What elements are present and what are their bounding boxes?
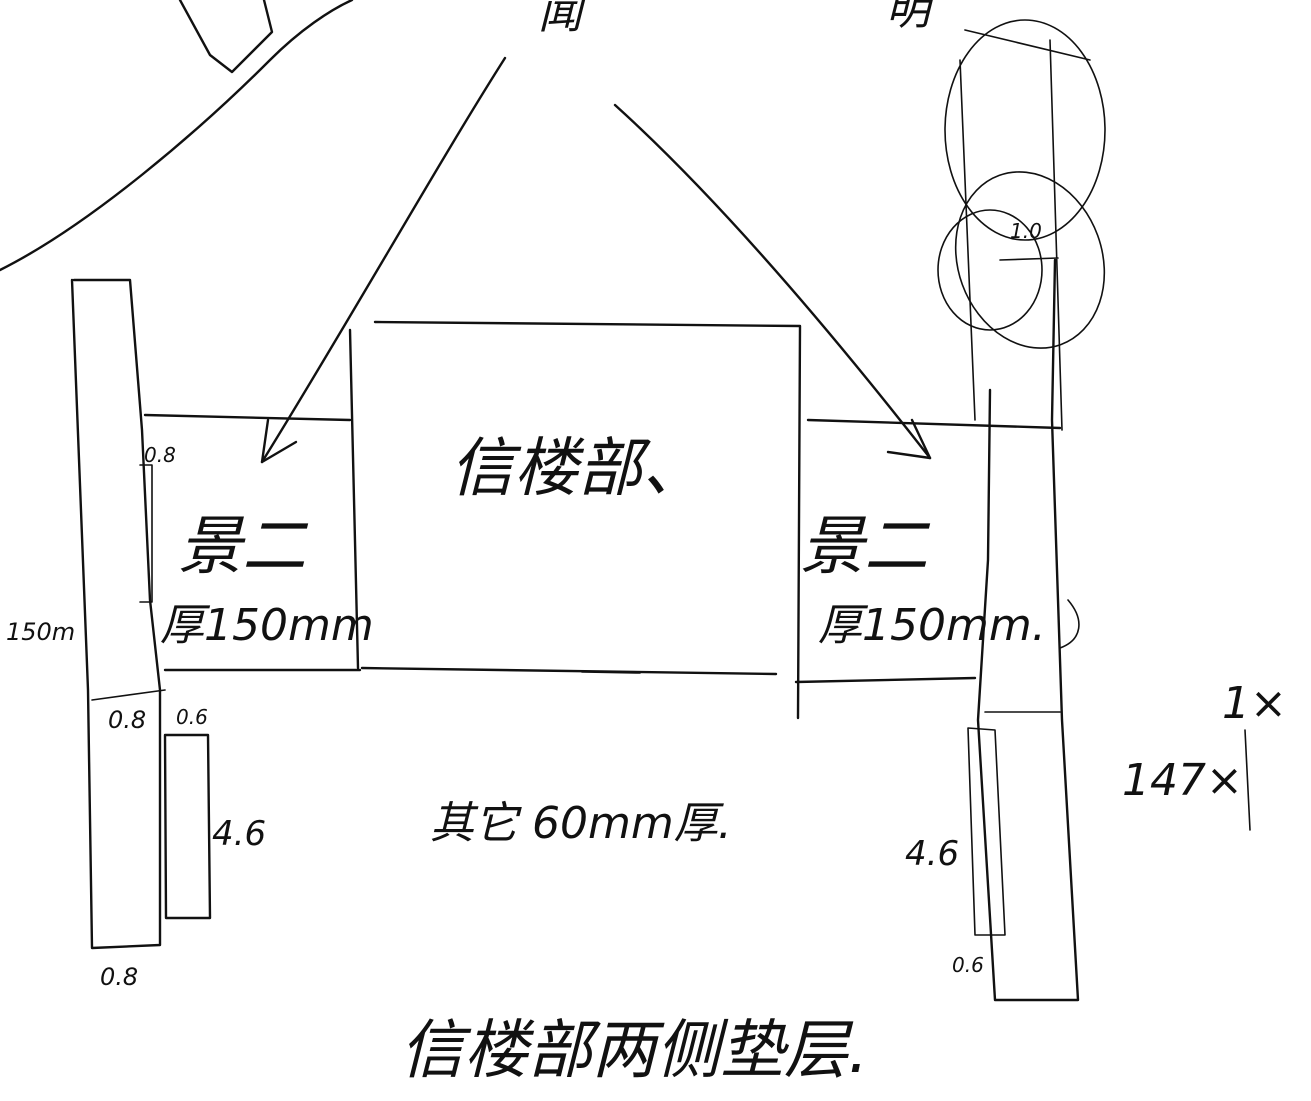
right-scribble-3 <box>937 209 1043 331</box>
left-column <box>70 278 162 950</box>
right-note-bracket <box>1059 599 1251 831</box>
left-dim-height: 4.6 <box>212 814 266 854</box>
right-note-top: 1× <box>1222 678 1287 729</box>
right-note-mid: 147× <box>1122 755 1243 806</box>
right-slab <box>794 418 1062 684</box>
right-dim-top: 1.0 <box>1010 219 1042 243</box>
right-column-step <box>967 711 1061 936</box>
top-right-partial: 明 <box>886 0 936 35</box>
right-scribble-1 <box>944 19 1106 241</box>
left-step-line <box>91 689 166 701</box>
left-inner-strip <box>139 464 153 603</box>
arrow-left-shaft <box>260 56 507 464</box>
caption: 信楼部两侧垫层. <box>400 1014 868 1088</box>
left-dim-bottom: 0.8 <box>100 963 138 991</box>
arrow-right-shaft <box>613 103 932 460</box>
top-left-bracket <box>178 0 274 74</box>
right-scribble-lines <box>959 29 1091 431</box>
center-block <box>360 320 802 720</box>
right-scribble-2 <box>954 171 1106 349</box>
right-slab-thickness: 厚150mm. <box>818 600 1046 651</box>
left-slab-thickness: 厚150mm <box>160 600 374 651</box>
left-slab-name: 景二 <box>178 510 309 584</box>
arrow-right-head <box>886 418 932 460</box>
left-dim-top: 0.8 <box>144 443 176 467</box>
left-slab <box>143 328 362 672</box>
center-block-label: 信楼部、 <box>450 432 706 506</box>
top-left-partial: 闻 <box>538 0 587 39</box>
left-side-note: 150m <box>6 618 75 646</box>
right-dim-bottom: 0.6 <box>952 953 984 977</box>
right-slab-name: 景二 <box>800 510 931 584</box>
right-dim-height: 4.6 <box>905 834 959 874</box>
roof-curve <box>0 0 354 272</box>
arrow-left-head <box>260 418 298 464</box>
center-mark <box>581 671 641 674</box>
right-column <box>976 258 1080 1002</box>
other-thickness: 其它 60mm厚. <box>430 798 732 849</box>
left-dim-mid-b: 0.6 <box>176 705 208 729</box>
left-dim-mid-a: 0.8 <box>108 706 146 734</box>
left-lower-column <box>163 733 212 920</box>
